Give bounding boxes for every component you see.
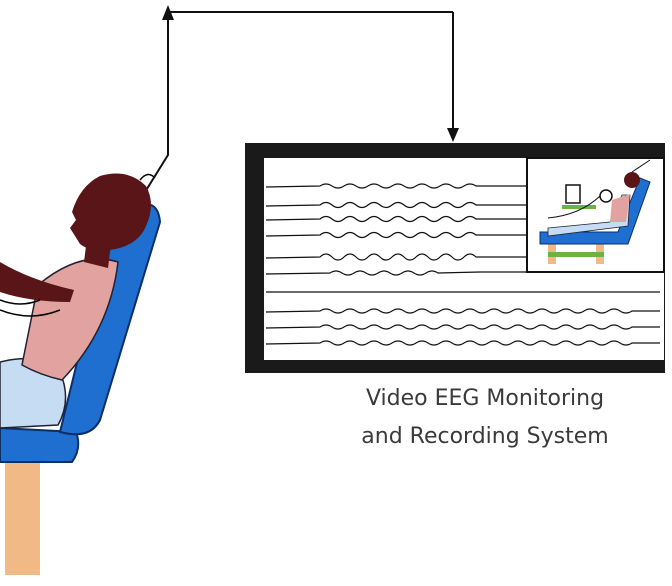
patient-head — [70, 173, 151, 251]
monitor-caption-line2: and Recording System — [361, 424, 609, 449]
connection-arrow — [144, 11, 454, 193]
inset-laptop — [565, 184, 581, 204]
chair-leg — [5, 455, 40, 575]
inset-cart — [548, 252, 604, 257]
patient-figure — [0, 173, 156, 429]
monitor-caption-line1: Video EEG Monitoring — [365, 386, 605, 411]
inset-wires — [547, 159, 651, 219]
eeg-monitor — [245, 143, 665, 373]
inset-patient-head — [624, 172, 640, 188]
inset-table — [562, 205, 596, 209]
inset-chair — [539, 177, 651, 245]
electrode-wires — [0, 173, 156, 317]
patient-chair — [0, 203, 162, 575]
video-inset — [526, 157, 665, 273]
arrow-head-up — [162, 5, 174, 20]
inset-patient-torso — [610, 194, 630, 222]
patient-arm — [0, 262, 74, 302]
arrow-head-down — [447, 128, 459, 142]
eeg-traces — [265, 183, 660, 346]
